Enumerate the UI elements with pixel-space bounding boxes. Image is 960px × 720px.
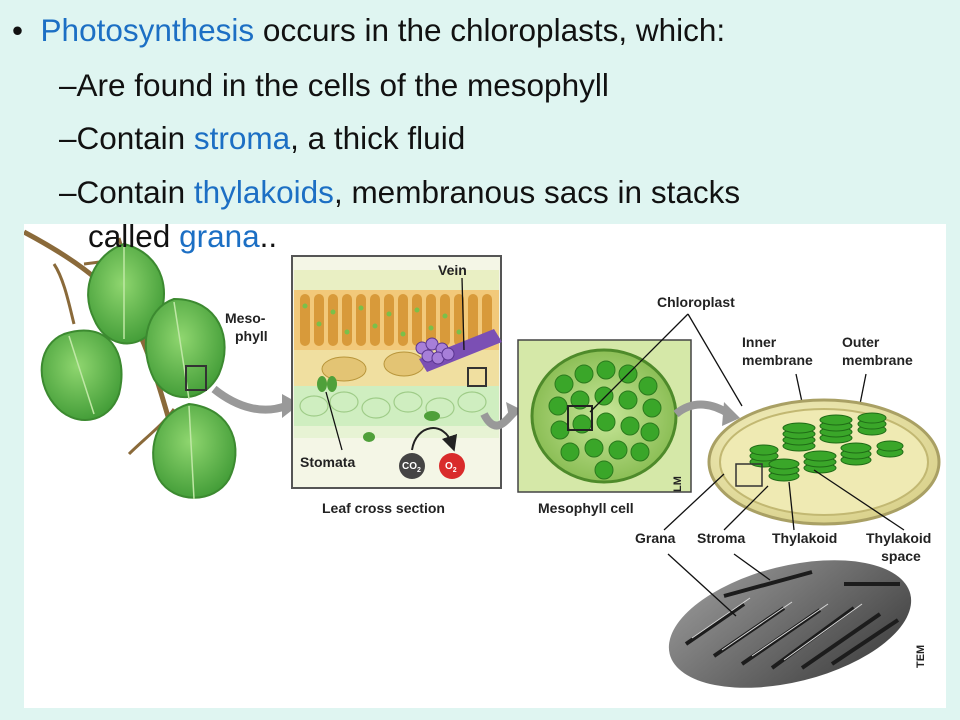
chloroplast-diagram <box>707 398 941 526</box>
o2-text: O <box>445 461 453 472</box>
chloroplast-figure: Vein Meso- phyll Chloroplast Inner membr… <box>24 224 946 708</box>
gas-exchange <box>399 427 465 479</box>
leaf-branch <box>24 229 237 500</box>
label-meso: Meso- <box>225 310 266 326</box>
label-thylakoid-space: Thylakoid <box>866 530 932 546</box>
bullet-3: –Contain stroma, a thick fluid <box>59 120 465 157</box>
bullet-1-text: occurs in the chloroplasts, which: <box>254 12 726 48</box>
label-space: space <box>881 548 921 564</box>
cell-zoom-box <box>567 405 593 431</box>
bullet-4-pre: Contain <box>76 174 194 210</box>
bullet-5-text: .. <box>259 218 278 254</box>
sub-bullet-marker: – <box>59 120 77 156</box>
keyword-photosynthesis: Photosynthesis <box>40 12 255 48</box>
mesophyll-cell <box>517 339 692 493</box>
label-grana: Grana <box>635 530 676 546</box>
co2-text: CO <box>402 461 417 472</box>
zoom-arrow-3 <box>673 400 732 418</box>
leaf-zoom-box <box>185 365 207 391</box>
sub-bullet-marker: – <box>59 67 77 103</box>
bullet-2-text: Are found in the cells of the mesophyll <box>76 67 609 103</box>
label-vein: Vein <box>438 262 467 278</box>
tem-micrograph <box>660 560 924 708</box>
co2-subscript: 2 <box>417 467 421 474</box>
bullet-marker: • <box>12 12 24 48</box>
leaf-cross-section <box>291 255 502 489</box>
label-inner: Inner <box>742 334 777 350</box>
bullet-3-pre: Contain <box>76 120 194 156</box>
label-phyll: phyll <box>235 328 268 344</box>
label-thylakoid: Thylakoid <box>772 530 838 546</box>
keyword-thylakoids: thylakoids <box>193 174 334 210</box>
o2-molecule <box>439 453 465 479</box>
keyword-grana: grana <box>179 218 260 254</box>
co2-molecule <box>399 453 425 479</box>
bullet-4: –Contain thylakoids, membranous sacs in … <box>59 174 740 211</box>
label-chloroplast: Chloroplast <box>657 294 735 310</box>
label-stomata: Stomata <box>300 454 356 470</box>
bullet-3-text: , a thick fluid <box>290 120 466 156</box>
o2-subscript: 2 <box>452 467 457 474</box>
label-mesophyll-cell: Mesophyll cell <box>538 500 634 516</box>
bullet-2: –Are found in the cells of the mesophyll <box>59 67 609 104</box>
sub-bullet-marker: – <box>59 174 77 210</box>
label-leaf-cross-section: Leaf cross section <box>322 500 445 516</box>
keyword-stroma: stroma <box>193 120 291 156</box>
bullet-4-continued: called grana.. <box>88 218 277 255</box>
bullet-4-text: , membranous sacs in stacks <box>333 174 741 210</box>
label-co2: CO2 <box>402 459 421 479</box>
label-outer: Outer <box>842 334 880 350</box>
label-lm: LM <box>672 476 684 492</box>
cross-section-zoom-box <box>467 367 487 387</box>
label-stroma: Stroma <box>697 530 746 546</box>
bullet-1: • Photosynthesis occurs in the chloropla… <box>12 12 725 49</box>
label-inner-membrane: membrane <box>742 352 813 368</box>
label-outer-membrane: membrane <box>842 352 913 368</box>
label-o2: O2 <box>445 459 457 479</box>
zoom-arrow-1 <box>211 385 288 414</box>
bullet-5-pre: called <box>88 218 180 254</box>
figure-artwork <box>24 229 941 708</box>
label-tem: TEM <box>915 644 927 668</box>
